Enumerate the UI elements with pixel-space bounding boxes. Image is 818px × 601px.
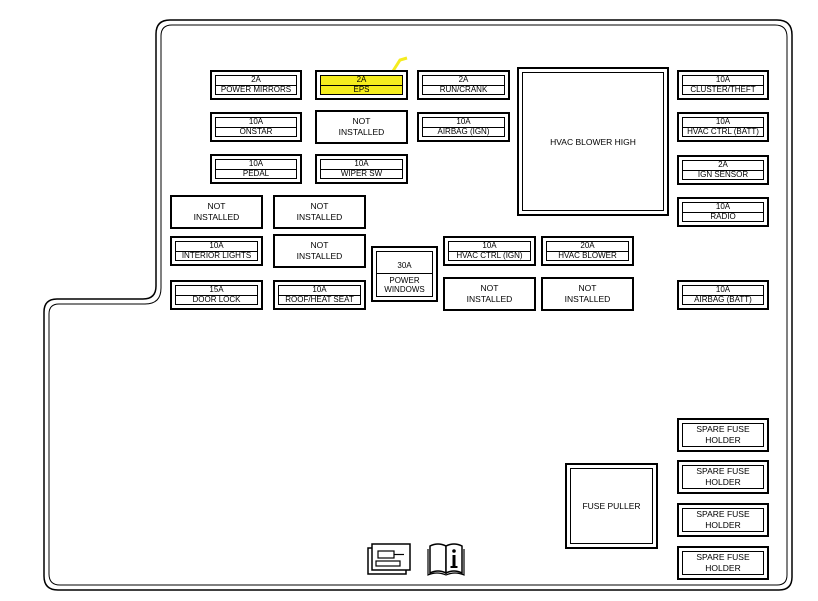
fuse-label: PEDAL: [242, 168, 270, 178]
owner-manual-icon: [427, 543, 465, 576]
fuse-label: AIRBAG (BATT): [694, 294, 752, 304]
not-installed-line2: INSTALLED: [466, 294, 513, 304]
hvac-blower-high-relay: HVAC BLOWER HIGH: [517, 67, 669, 216]
fuse-label: EPS: [353, 84, 370, 94]
not-installed-line2: INSTALLED: [338, 127, 385, 137]
not-installed-line1: NOT: [480, 283, 499, 294]
fuse-label: HVAC CTRL (IGN): [456, 250, 523, 260]
fuse-amp: 10A: [321, 160, 402, 170]
fuse-amp: 10A: [423, 118, 504, 128]
power-windows-line1: POWER: [389, 275, 420, 285]
fuse-amp: 15A: [176, 286, 257, 296]
fuse-amp: 10A: [683, 76, 763, 86]
hvac-blower-high-label: HVAC BLOWER HIGH: [522, 72, 664, 211]
not-installed-line1: NOT: [310, 201, 329, 212]
not-installed-line1: NOT: [578, 283, 597, 294]
not-installed-line2: INSTALLED: [193, 212, 240, 222]
spare-line1: SPARE FUSE: [696, 508, 750, 519]
spare-line1: SPARE FUSE: [696, 551, 750, 562]
not-installed-line2: INSTALLED: [296, 212, 343, 222]
fuse-label: RUN/CRANK: [439, 84, 488, 94]
fuse-amp: 30A: [377, 252, 432, 274]
fuse-amp: 20A: [547, 242, 628, 252]
fuse-amp: 10A: [449, 242, 530, 252]
spare-line2: HOLDER: [705, 520, 741, 530]
fuse-amp: 10A: [216, 118, 296, 128]
fuse-amp: 10A: [683, 118, 763, 128]
not-installed-line1: NOT: [310, 240, 329, 251]
fuse-label: HVAC BLOWER: [558, 250, 617, 260]
power-windows-line2: WINDOWS: [384, 285, 425, 294]
fuse-amp: 2A: [216, 76, 296, 86]
fuse-block-icon: [367, 543, 411, 575]
fuse-amp: 10A: [683, 203, 763, 213]
spare-line2: HOLDER: [705, 563, 741, 573]
fuse-amp: 10A: [216, 160, 296, 170]
not-installed-line2: INSTALLED: [296, 251, 343, 261]
fuse-amp: 10A: [279, 286, 360, 296]
fuse-amp: 2A: [423, 76, 504, 86]
fuse-label: ROOF/HEAT SEAT: [285, 294, 354, 304]
fuse-label: POWER MIRRORS: [220, 84, 292, 94]
not-installed-line1: NOT: [207, 201, 226, 212]
fuse-label: ONSTAR: [239, 126, 273, 136]
fuse-label: CLUSTER/THEFT: [690, 84, 756, 94]
fuse-puller: FUSE PULLER: [565, 463, 658, 549]
fuse-label: DOOR LOCK: [192, 294, 241, 304]
fuse-amp: 10A: [683, 286, 763, 296]
spare-line2: HOLDER: [705, 435, 741, 445]
fuse-label: HVAC CTRL (BATT): [687, 126, 759, 136]
fuse-puller-label: FUSE PULLER: [570, 468, 653, 544]
not-installed-line2: INSTALLED: [564, 294, 611, 304]
spare-line1: SPARE FUSE: [696, 465, 750, 476]
fuse-label: AIRBAG (IGN): [437, 126, 490, 136]
fuse-amp: 2A: [683, 161, 763, 171]
fuse-label: IGN SENSOR: [697, 169, 749, 179]
fuse-amp: 2A: [321, 76, 402, 86]
fuse-amp: 10A: [176, 242, 257, 252]
fuse-label: INTERIOR LIGHTS: [181, 250, 252, 260]
fuse-label: RADIO: [710, 211, 736, 221]
not-installed-line1: NOT: [352, 116, 371, 127]
spare-line2: HOLDER: [705, 477, 741, 487]
fuse-label: WIPER SW: [340, 168, 383, 178]
spare-line1: SPARE FUSE: [696, 423, 750, 434]
